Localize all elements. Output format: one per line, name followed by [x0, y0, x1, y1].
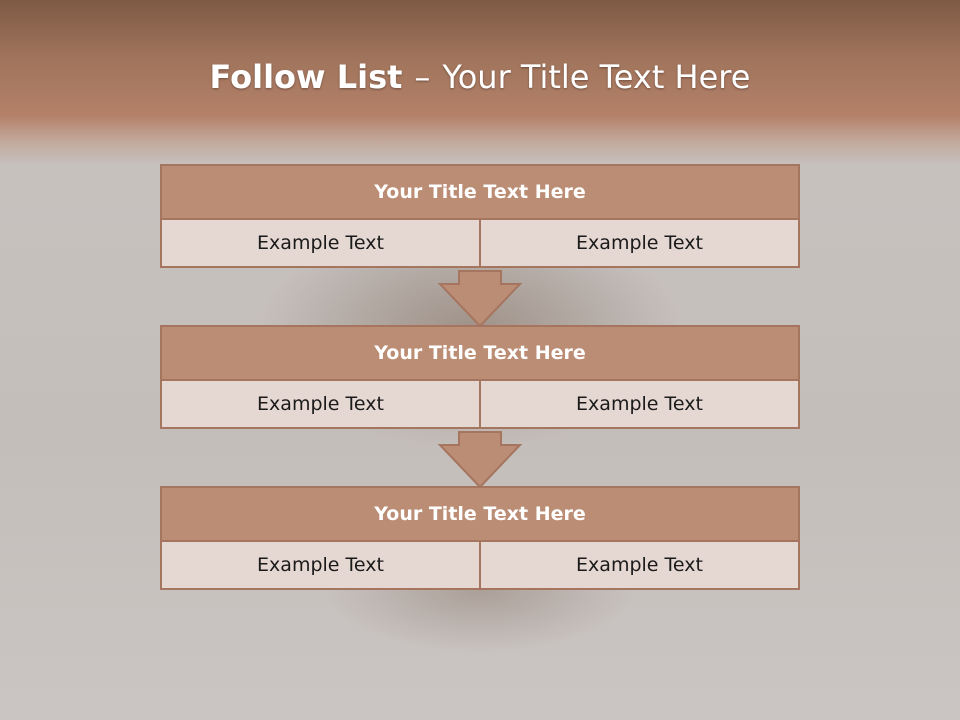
- block-title: Your Title Text Here: [160, 164, 800, 220]
- block-cell-right: Example Text: [481, 381, 800, 429]
- slide-title-dash: –: [414, 58, 431, 96]
- block-row: Example Text Example Text: [160, 220, 800, 268]
- block-row: Example Text Example Text: [160, 542, 800, 590]
- block-title: Your Title Text Here: [160, 325, 800, 381]
- block-title: Your Title Text Here: [160, 486, 800, 542]
- block-cell-right: Example Text: [481, 220, 800, 268]
- list-block-2: Your Title Text Here Example Text Exampl…: [160, 325, 800, 429]
- list-block-3: Your Title Text Here Example Text Exampl…: [160, 486, 800, 590]
- slide-title-rest: Your Title Text Here: [442, 58, 751, 96]
- block-cell-left: Example Text: [160, 381, 481, 429]
- slide-title: Follow List–Your Title Text Here: [0, 55, 960, 99]
- down-arrow-icon: [438, 270, 522, 328]
- down-arrow-icon: [438, 431, 522, 489]
- block-row: Example Text Example Text: [160, 381, 800, 429]
- header-band: [0, 0, 960, 165]
- block-cell-right: Example Text: [481, 542, 800, 590]
- block-cell-left: Example Text: [160, 220, 481, 268]
- block-cell-left: Example Text: [160, 542, 481, 590]
- slide-title-lead: Follow List: [209, 58, 403, 96]
- list-block-1: Your Title Text Here Example Text Exampl…: [160, 164, 800, 268]
